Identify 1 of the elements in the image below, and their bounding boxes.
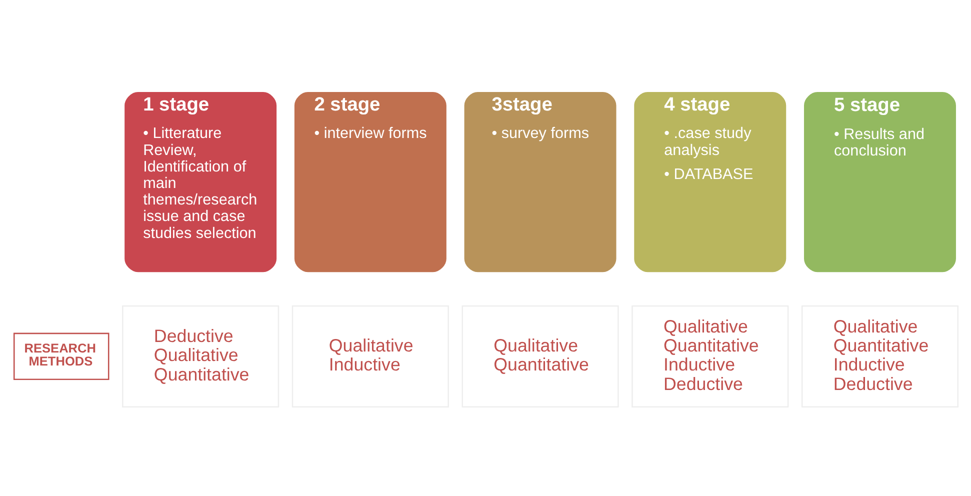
node-box: RESEARCH METHODS bbox=[12, 332, 109, 380]
